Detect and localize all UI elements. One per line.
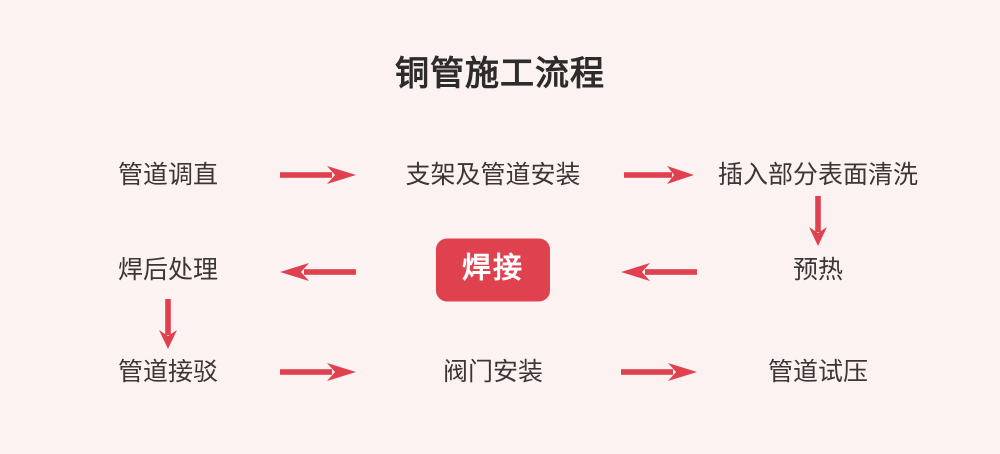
flow-node-welding-highlight[interactable]: 焊接	[435, 238, 551, 302]
flow-node-pipe-connection[interactable]: 管道接驳	[117, 358, 219, 386]
flow-node-bracket-pipe-installation[interactable]: 支架及管道安装	[405, 161, 581, 189]
flow-node-pipe-pressure-test[interactable]: 管道试压	[767, 358, 869, 386]
arrow-left-icon	[280, 257, 356, 287]
arrow-left-icon	[621, 257, 697, 287]
arrow-down-icon	[153, 299, 183, 349]
flow-node-valve-installation[interactable]: 阀门安装	[442, 358, 544, 386]
arrow-right-icon	[621, 357, 697, 387]
arrow-right-icon	[624, 160, 694, 190]
page-title: 铜管施工流程	[395, 55, 605, 93]
flow-node-post-weld-treatment[interactable]: 焊后处理	[117, 256, 219, 284]
arrow-right-icon	[280, 357, 356, 387]
arrow-right-icon	[280, 160, 356, 190]
arrow-down-icon	[803, 196, 833, 246]
flow-node-preheat[interactable]: 预热	[792, 256, 844, 284]
flow-node-pipe-straightening[interactable]: 管道调直	[117, 161, 219, 189]
flow-node-insert-surface-cleaning[interactable]: 插入部分表面清洗	[717, 161, 919, 189]
